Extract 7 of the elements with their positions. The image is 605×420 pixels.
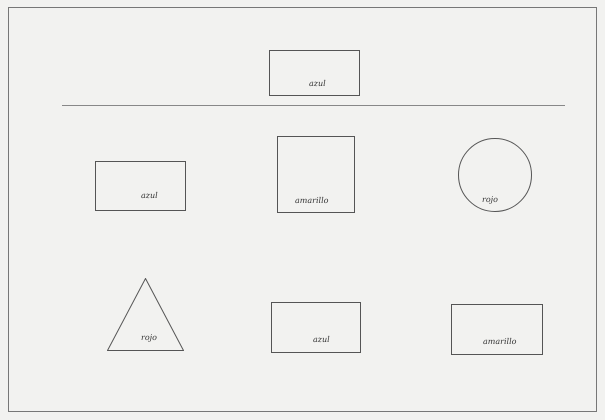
- shape-label: rojo: [141, 334, 157, 342]
- shape-label: amarillo: [483, 338, 516, 346]
- shape-label: amarillo: [295, 197, 328, 205]
- shape-label: azul: [309, 80, 326, 88]
- shape-label: azul: [141, 192, 158, 200]
- shape-label: azul: [313, 336, 330, 344]
- shape-label: rojo: [482, 196, 498, 204]
